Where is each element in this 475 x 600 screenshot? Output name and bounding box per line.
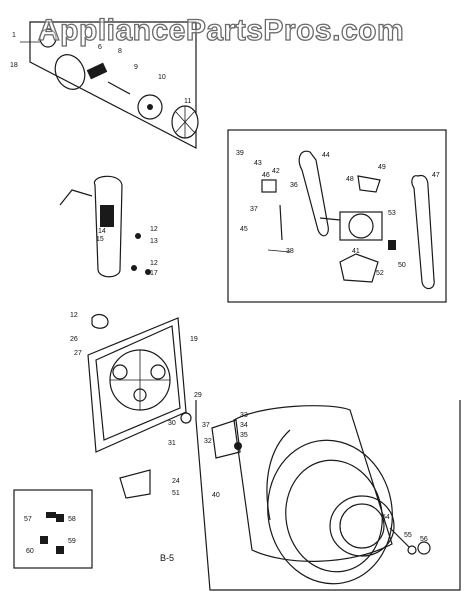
blower-assembly bbox=[20, 21, 199, 149]
part-label: 35 bbox=[240, 432, 248, 439]
part-label: 54 bbox=[382, 514, 390, 521]
figure-label: B-5 bbox=[160, 553, 175, 563]
part-label: 59 bbox=[68, 538, 76, 545]
part-label: 39 bbox=[236, 150, 244, 157]
part-label: 57 bbox=[24, 516, 32, 523]
part-label: 49 bbox=[378, 164, 386, 171]
part-label: 10 bbox=[158, 74, 166, 81]
part-label: 51 bbox=[172, 490, 180, 497]
part-label: 52 bbox=[376, 270, 384, 277]
rear-bulkhead bbox=[87, 313, 192, 499]
part-label: 17 bbox=[150, 270, 158, 277]
part-label: 43 bbox=[254, 160, 262, 167]
watermark-text: AppliancePartsPros.com bbox=[37, 13, 405, 47]
part-label: 13 bbox=[150, 238, 158, 245]
part-label: 55 bbox=[404, 532, 412, 539]
drum-assembly bbox=[195, 400, 461, 591]
inset-small-parts bbox=[13, 489, 93, 569]
part-label: 9 bbox=[134, 64, 138, 71]
part-label: 53 bbox=[388, 210, 396, 217]
part-label: 50 bbox=[398, 262, 406, 269]
part-label: 15 bbox=[96, 236, 104, 243]
part-label: 48 bbox=[346, 176, 354, 183]
part-label: 31 bbox=[168, 440, 176, 447]
part-label: 60 bbox=[26, 548, 34, 555]
part-label: 37 bbox=[202, 422, 210, 429]
part-label: 44 bbox=[322, 152, 330, 159]
part-label: 56 bbox=[420, 536, 428, 543]
part-label: 29 bbox=[194, 392, 202, 399]
part-label: 32 bbox=[204, 438, 212, 445]
part-label: 34 bbox=[240, 422, 248, 429]
part-label: 37 bbox=[250, 206, 258, 213]
part-label: 12 bbox=[70, 312, 78, 319]
part-label: 19 bbox=[190, 336, 198, 343]
part-label: 41 bbox=[352, 248, 360, 255]
part-label: 6 bbox=[98, 44, 102, 51]
part-label: 46 bbox=[262, 172, 270, 179]
part-label: 47 bbox=[432, 172, 440, 179]
exhaust-duct bbox=[59, 175, 151, 278]
part-label: 33 bbox=[240, 412, 248, 419]
part-label: 12 bbox=[150, 226, 158, 233]
part-label: 12 bbox=[150, 260, 158, 267]
part-label: 30 bbox=[168, 420, 176, 427]
part-label: 36 bbox=[290, 182, 298, 189]
part-label: 27 bbox=[74, 350, 82, 357]
motor-belt-assembly bbox=[227, 129, 447, 303]
part-label: 58 bbox=[68, 516, 76, 523]
part-label: 24 bbox=[172, 478, 180, 485]
part-label: 11 bbox=[184, 98, 192, 105]
part-label: 38 bbox=[286, 248, 294, 255]
part-label: 42 bbox=[272, 168, 280, 175]
part-label: 26 bbox=[70, 336, 78, 343]
part-label: 1 bbox=[12, 32, 16, 39]
part-label: 14 bbox=[98, 228, 106, 235]
part-label: 40 bbox=[212, 492, 220, 499]
part-label: 45 bbox=[240, 226, 248, 233]
part-label: 8 bbox=[118, 48, 122, 55]
part-label: 18 bbox=[10, 62, 18, 69]
